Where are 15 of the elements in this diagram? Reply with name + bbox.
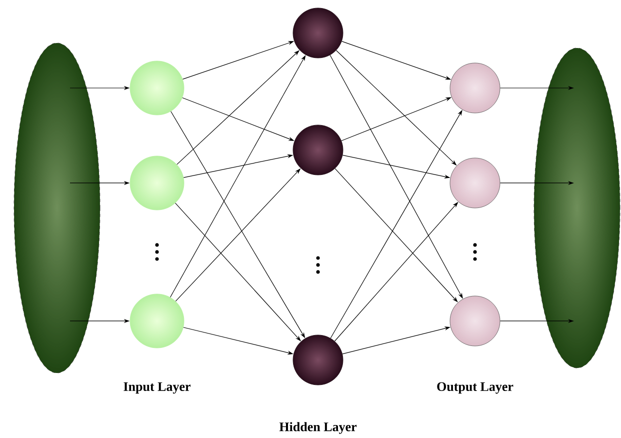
- neuron-circle: [130, 60, 184, 116]
- neuron-circle: [450, 158, 500, 208]
- layer-label: Hidden Layer: [279, 422, 357, 434]
- layer-label: Input Layer: [124, 382, 190, 394]
- neuron-circle: [450, 296, 500, 346]
- neuron-circle: [450, 62, 500, 114]
- data-ellipse: [534, 48, 620, 368]
- neuron-circle: [292, 124, 344, 176]
- neuron-circle: [130, 294, 184, 348]
- neuron-circle: [130, 156, 184, 210]
- data-ellipse: [14, 42, 100, 374]
- arrow: [334, 168, 458, 302]
- neuron-circle: [292, 8, 344, 58]
- layer-label: Output Layer: [437, 382, 514, 394]
- neuron-circle: [292, 334, 344, 386]
